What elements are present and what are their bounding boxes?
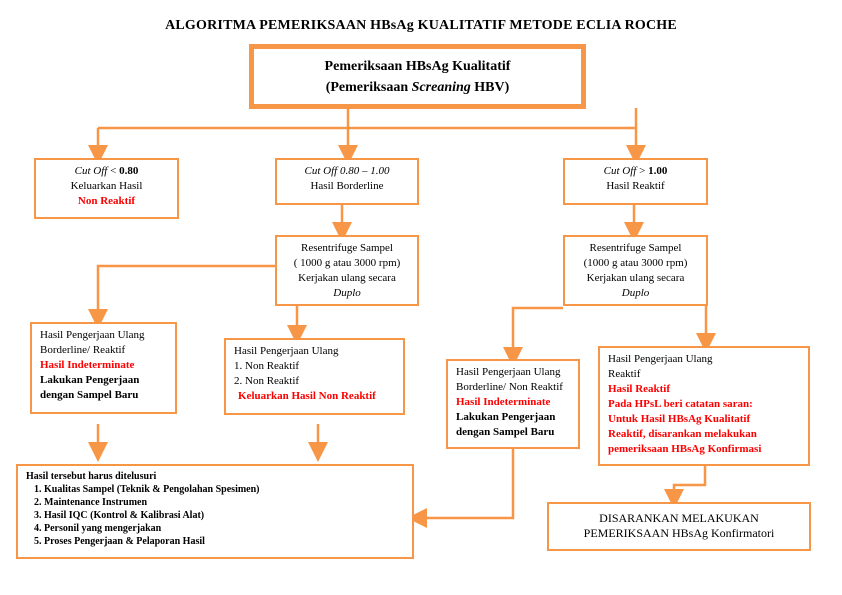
resentrifuge-high-box: Resentrifuge Sampel(1000 g atau 3000 rpm… xyxy=(563,235,708,306)
main-line2: (Pemeriksaan Screaning HBV) xyxy=(325,80,510,95)
list-item: Kualitas Sampel (Teknik & Pengolahan Spe… xyxy=(44,483,412,496)
trace-box: Hasil tersebut harus ditelusuri Kualitas… xyxy=(16,464,414,559)
list-item: Proses Pengerjaan & Pelaporan Hasil xyxy=(44,535,412,548)
diagram-title: ALGORITMA PEMERIKSAAN HBsAg KUALITATIF M… xyxy=(165,18,677,33)
cutoff-high-box: Cut Off > 1.00 Hasil Reaktif xyxy=(563,158,708,205)
main-line1: Pemeriksaan HBsAg Kualitatif xyxy=(324,59,511,74)
list-item: Personil yang mengerjakan xyxy=(44,522,412,535)
screening-box: Pemeriksaan HBsAg Kualitatif (Pemeriksaa… xyxy=(249,44,586,109)
list-item: Hasil IQC (Kontrol & Kalibrasi Alat) xyxy=(44,509,412,522)
list-item: Maintenance Instrumen xyxy=(44,496,412,509)
resentrifuge-mid-box: Resentrifuge Sampel( 1000 g atau 3000 rp… xyxy=(275,235,419,306)
